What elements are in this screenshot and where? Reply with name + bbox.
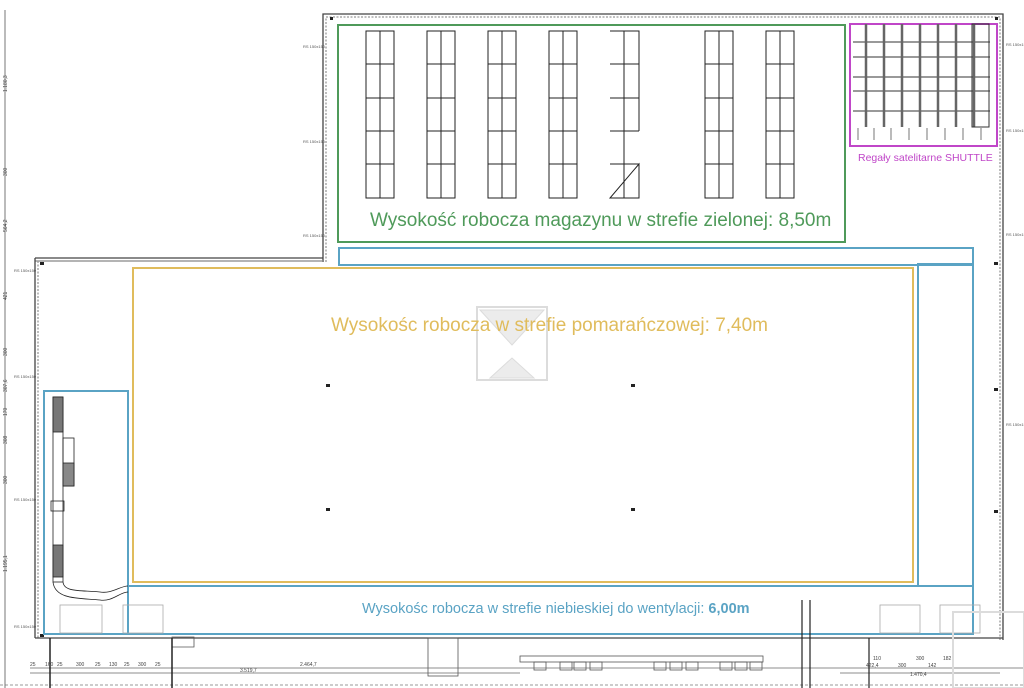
pallet-racks	[365, 30, 795, 199]
shuttle-racks	[853, 23, 990, 128]
dimension-label: 25	[95, 662, 101, 668]
wall-tag: RS 150x150	[14, 497, 37, 502]
wall-tag: RS 150x150	[303, 139, 326, 144]
dimension-label: 182	[943, 656, 952, 662]
dimension-label: 308	[3, 435, 9, 444]
dimension-label: 170	[3, 407, 9, 416]
dimension-label: 300	[3, 167, 9, 176]
dimension-label: 300	[3, 347, 9, 356]
blue-zone-right	[917, 263, 974, 587]
wall-tag: RS 150x150	[14, 374, 37, 379]
dimension-label: 130	[109, 662, 118, 668]
dimension-label: 300	[3, 475, 9, 484]
dimension-label: 1.180,3	[3, 75, 9, 92]
blue-zone-left	[43, 390, 129, 635]
dimension-label: 25	[155, 662, 161, 668]
dimension-label: 2.464,7	[300, 662, 317, 668]
rack-6	[704, 30, 734, 199]
rack-5	[608, 30, 640, 199]
shuttle-arrows	[857, 128, 982, 140]
blue-zone-label-prefix: Wysokośc robocza w strefie niebieskiej d…	[362, 601, 709, 617]
blue-zone-top-strip	[338, 247, 974, 266]
orange-zone-label: Wysokośc robocza w strefie pomarańczowej…	[331, 315, 768, 336]
blue-zone-label: Wysokośc robocza w strefie niebieskiej d…	[362, 601, 750, 617]
orange-zone-outline	[132, 267, 914, 583]
dimension-label: 25	[30, 662, 36, 668]
wall-tag: RS 150x150	[14, 268, 37, 273]
wall-tag: RS 150x150	[1006, 42, 1024, 47]
dimension-label: 1.470,4	[910, 672, 927, 678]
wall-tag: RS 150x150	[1006, 232, 1024, 237]
dimension-label: 307,6	[3, 379, 9, 392]
wall-tag: RS 150x150	[1006, 422, 1024, 427]
rack-2	[426, 30, 456, 199]
dimension-label: 1.195,1	[3, 555, 9, 572]
green-zone-outline	[337, 24, 846, 243]
bottom-structures	[0, 600, 1024, 688]
dimension-label: 300	[898, 663, 907, 669]
dimension-label: 300	[76, 662, 85, 668]
dimension-label: 25	[124, 662, 130, 668]
wall-tag: RS 150x150	[303, 233, 326, 238]
column-markers	[40, 17, 998, 637]
blue-zone-label-value: 6,00m	[708, 601, 750, 617]
dimension-label: 300	[138, 662, 147, 668]
dimension-label: 300	[916, 656, 925, 662]
rack-3	[487, 30, 517, 199]
rack-4	[548, 30, 578, 199]
shuttle-zone-label: Regały satelitarne SHUTTLE	[858, 152, 993, 164]
rack-1	[365, 30, 395, 199]
wall-tag: RS 150x150	[14, 624, 37, 629]
wall-tag: RS 150x150	[1006, 128, 1024, 133]
dimension-label: 160	[45, 662, 54, 668]
dimension-label: 421	[3, 291, 9, 300]
watermark-logo	[476, 306, 1024, 688]
dimension-label: 25	[57, 662, 63, 668]
dimension-label: 142	[928, 663, 937, 669]
green-zone-label: Wysokość robocza magazynu w strefie ziel…	[370, 210, 832, 231]
dimension-label: 422,4	[866, 663, 879, 669]
rack-7	[765, 30, 795, 199]
building-walls	[34, 13, 1004, 640]
shuttle-zone-outline	[849, 23, 998, 147]
dimension-label: 564,2	[3, 219, 9, 232]
dimension-label: 3.519,7	[240, 668, 257, 674]
wall-tag: RS 150x150	[303, 44, 326, 49]
conveyor	[50, 396, 129, 601]
dimension-label: 110	[873, 656, 881, 662]
